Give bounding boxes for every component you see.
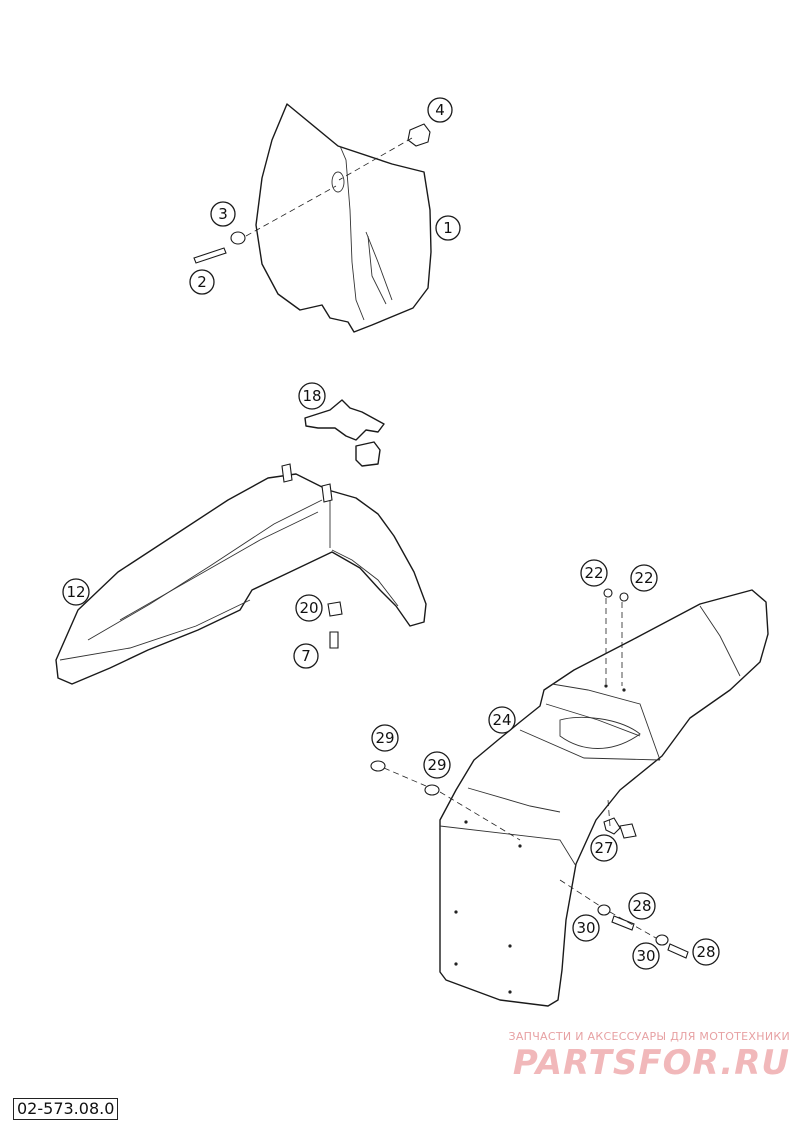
rear-fender (439, 589, 769, 1007)
callout-18: 18 (298, 382, 326, 410)
callout-29-right: 29 (423, 751, 451, 779)
svg-text:22: 22 (584, 564, 603, 582)
callout-4: 4 (427, 97, 453, 123)
front-fender (55, 463, 427, 685)
svg-text:30: 30 (576, 919, 595, 937)
svg-text:20: 20 (299, 599, 318, 617)
callout-29-left: 29 (371, 724, 399, 752)
callout-22-left: 22 (580, 559, 608, 587)
svg-text:22: 22 (634, 569, 653, 587)
svg-text:3: 3 (218, 205, 228, 223)
callout-28-lower: 28 (692, 938, 720, 966)
callout-28-upper: 28 (628, 892, 656, 920)
watermark-brand: PARTSFOR.RU (512, 1043, 790, 1083)
callout-1: 1 (435, 215, 461, 241)
svg-text:18: 18 (302, 387, 321, 405)
callout-30-right: 30 (632, 942, 660, 970)
callout-7: 7 (293, 643, 319, 669)
hardware-rear (370, 588, 689, 959)
svg-text:28: 28 (632, 897, 651, 915)
svg-text:24: 24 (492, 711, 511, 729)
svg-text:30: 30 (636, 947, 655, 965)
callout-30-left: 30 (572, 914, 600, 942)
hardware-middle (327, 601, 343, 649)
watermark-tagline: ЗАПЧАСТИ И АКСЕССУАРЫ ДЛЯ МОТОТЕХНИКИ (508, 1030, 790, 1043)
svg-text:1: 1 (443, 219, 453, 237)
hardware-top (193, 123, 431, 264)
callout-12: 12 (62, 578, 90, 606)
headlight-mask (255, 103, 432, 333)
svg-text:12: 12 (66, 583, 85, 601)
callout-20: 20 (295, 594, 323, 622)
svg-text:28: 28 (696, 943, 715, 961)
callout-24: 24 (488, 706, 516, 734)
callout-2: 2 (189, 269, 215, 295)
leader-lines (245, 137, 657, 939)
svg-text:4: 4 (435, 101, 445, 119)
svg-text:7: 7 (301, 647, 311, 665)
svg-text:29: 29 (375, 729, 394, 747)
callout-27: 27 (590, 834, 618, 862)
svg-text:2: 2 (197, 273, 207, 291)
callout-3: 3 (210, 201, 236, 227)
diagram-code: 02-573.08.0 (13, 1098, 119, 1120)
svg-text:29: 29 (427, 756, 446, 774)
fender-bracket (304, 399, 385, 467)
callout-22-right: 22 (630, 564, 658, 592)
svg-text:27: 27 (594, 839, 613, 857)
watermark: ЗАПЧАСТИ И АКСЕССУАРЫ ДЛЯ МОТОТЕХНИКИ PA… (486, 1030, 790, 1083)
